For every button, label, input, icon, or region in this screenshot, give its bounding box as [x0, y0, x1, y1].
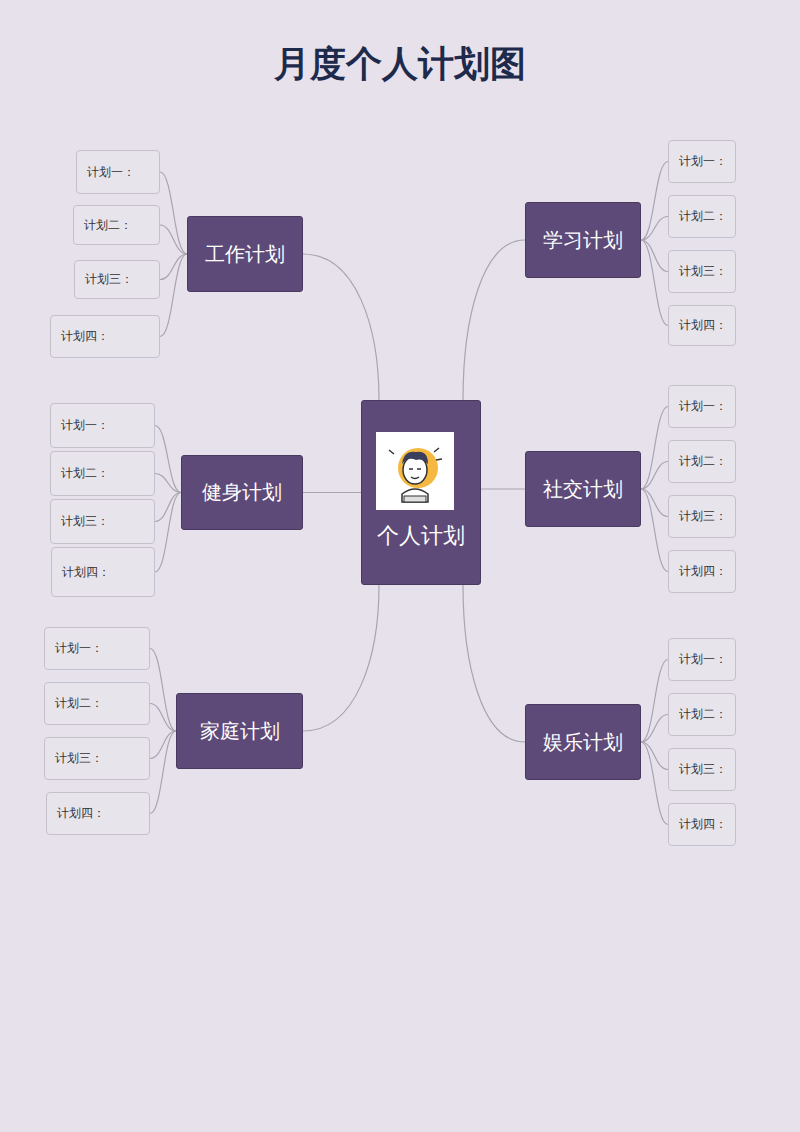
- branch-topic: 社交计划: [525, 451, 641, 527]
- page-title: 月度个人计划图: [0, 40, 800, 89]
- plan-item-box: 计划二：: [668, 693, 736, 736]
- plan-item-box: 计划一：: [50, 403, 155, 448]
- branch-connector: [150, 649, 176, 732]
- plan-item-label: 计划三：: [45, 750, 103, 767]
- branch-connector: [641, 489, 668, 517]
- plan-item-box: 计划二：: [668, 195, 736, 238]
- branch-topic: 家庭计划: [176, 693, 303, 769]
- branch-connector: [641, 162, 668, 241]
- plan-item-box: 计划三：: [668, 495, 736, 538]
- branch-connector: [303, 492, 361, 493]
- topic-label: 娱乐计划: [543, 729, 623, 756]
- branch-topic: 娱乐计划: [525, 704, 641, 780]
- plan-item-box: 计划三：: [668, 250, 736, 293]
- branch-topic: 学习计划: [525, 202, 641, 278]
- branch-connector: [155, 474, 181, 493]
- branch-connector: [641, 489, 668, 572]
- branch-connector: [641, 407, 668, 490]
- plan-item-box: 计划四：: [668, 305, 736, 346]
- plan-item-box: 计划四：: [51, 547, 155, 597]
- branch-topic: 健身计划: [181, 455, 303, 530]
- branch-connector: [160, 254, 187, 337]
- plan-item-box: 计划二：: [73, 205, 160, 245]
- plan-item-box: 计划三：: [74, 260, 160, 299]
- plan-item-label: 计划四：: [669, 563, 727, 580]
- branch-connector: [641, 240, 668, 326]
- plan-item-box: 计划一：: [668, 140, 736, 183]
- branch-connector: [160, 172, 187, 254]
- plan-item-label: 计划二：: [51, 465, 109, 482]
- topic-label: 学习计划: [543, 227, 623, 254]
- plan-item-label: 计划二：: [669, 208, 727, 225]
- branch-connector: [641, 217, 668, 241]
- plan-item-box: 计划一：: [76, 150, 160, 194]
- branch-connector: [641, 715, 668, 743]
- plan-item-label: 计划一：: [51, 417, 109, 434]
- plan-item-label: 计划一：: [77, 164, 135, 181]
- topic-label: 工作计划: [205, 241, 285, 268]
- branch-connector: [641, 742, 668, 825]
- branch-connector: [481, 488, 525, 489]
- branch-connector: [641, 462, 668, 490]
- branch-connector: [150, 731, 176, 759]
- plan-item-box: 计划二：: [50, 451, 155, 496]
- branch-connector: [463, 240, 525, 400]
- plan-item-label: 计划一：: [669, 153, 727, 170]
- plan-item-label: 计划二：: [669, 706, 727, 723]
- branch-connector: [155, 493, 181, 573]
- plan-item-box: 计划三：: [50, 499, 155, 544]
- plan-item-label: 计划一：: [45, 640, 103, 657]
- topic-label: 健身计划: [202, 479, 282, 506]
- plan-item-label: 计划二：: [669, 453, 727, 470]
- avatar-icon: [376, 432, 454, 510]
- plan-item-label: 计划三：: [51, 513, 109, 530]
- plan-item-label: 计划三：: [75, 271, 133, 288]
- plan-item-box: 计划四：: [46, 792, 150, 835]
- branch-connector: [160, 225, 187, 254]
- plan-item-box: 计划一：: [44, 627, 150, 670]
- plan-item-label: 计划三：: [669, 263, 727, 280]
- plan-item-label: 计划四：: [669, 816, 727, 833]
- plan-item-label: 计划四：: [51, 328, 109, 345]
- plan-item-label: 计划二：: [74, 217, 132, 234]
- branch-topic: 工作计划: [187, 216, 303, 292]
- topic-label: 家庭计划: [200, 718, 280, 745]
- topic-label: 个人计划: [362, 521, 480, 551]
- branch-connector: [303, 254, 379, 400]
- plan-item-box: 计划二：: [44, 682, 150, 725]
- plan-item-label: 计划四：: [52, 564, 110, 581]
- plan-item-label: 计划三：: [669, 508, 727, 525]
- plan-item-box: 计划四：: [668, 550, 736, 593]
- plan-item-label: 计划二：: [45, 695, 103, 712]
- central-topic: 个人计划: [361, 400, 481, 585]
- branch-connector: [303, 585, 379, 731]
- plan-item-box: 计划三：: [44, 737, 150, 780]
- plan-item-box: 计划二：: [668, 440, 736, 483]
- branch-connector: [463, 585, 525, 742]
- plan-item-box: 计划四：: [50, 315, 160, 358]
- branch-connector: [641, 660, 668, 743]
- plan-item-label: 计划四：: [669, 317, 727, 334]
- plan-item-label: 计划一：: [669, 398, 727, 415]
- plan-item-box: 计划四：: [668, 803, 736, 846]
- branch-connector: [150, 731, 176, 814]
- plan-item-box: 计划三：: [668, 748, 736, 791]
- branch-connector: [641, 742, 668, 770]
- plan-item-box: 计划一：: [668, 385, 736, 428]
- plan-item-label: 计划四：: [47, 805, 105, 822]
- branch-connector: [155, 426, 181, 493]
- topic-label: 社交计划: [543, 476, 623, 503]
- plan-item-box: 计划一：: [668, 638, 736, 681]
- branch-connector: [641, 240, 668, 272]
- branch-connector: [150, 704, 176, 732]
- branch-connector: [155, 493, 181, 522]
- plan-item-label: 计划一：: [669, 651, 727, 668]
- plan-item-label: 计划三：: [669, 761, 727, 778]
